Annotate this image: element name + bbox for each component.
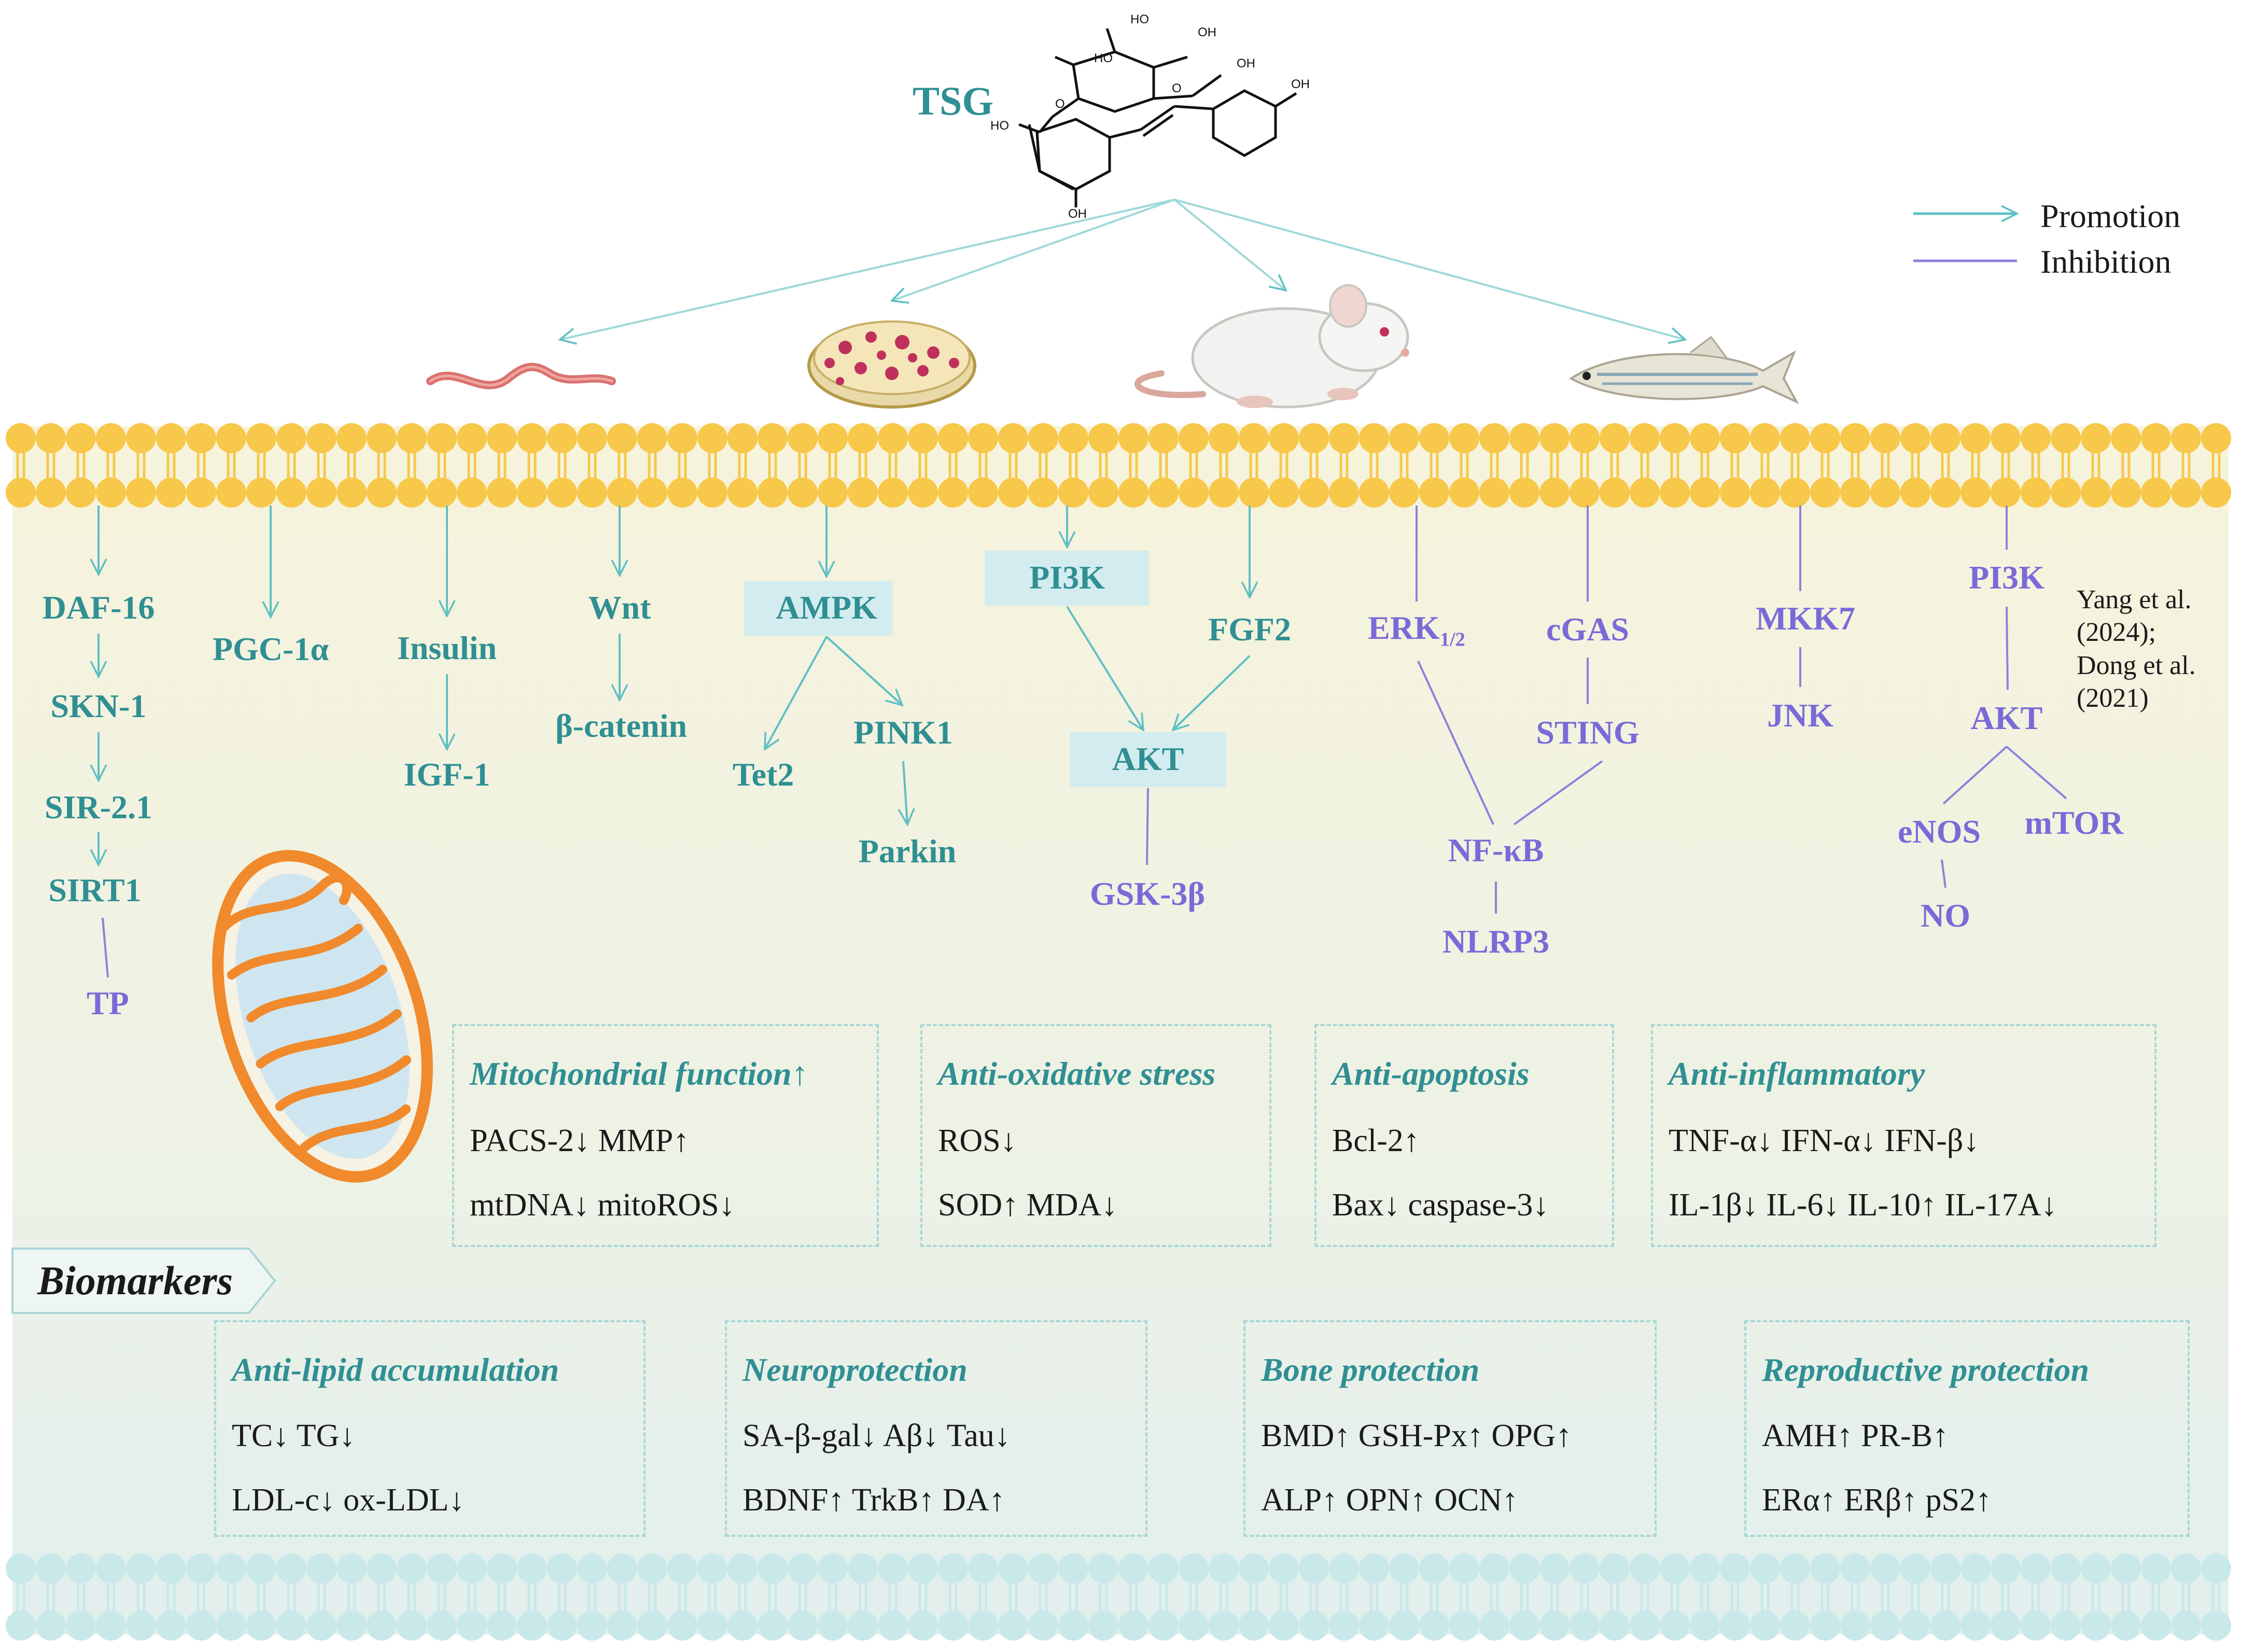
box-line: ERα↑ ERβ↑ pS2↑	[1762, 1482, 1992, 1518]
node-wnt: Wnt	[588, 589, 651, 626]
legend-promotion-label: Promotion	[2040, 198, 2181, 234]
box-neuroprotection: Neuroprotection SA-β-gal↓ Aβ↓ Tau↓ BDNF↑…	[725, 1320, 1147, 1537]
biomarkers-label: Biomarkers	[37, 1258, 233, 1303]
box-reproductive-protection: Reproductive protection AMH↑ PR-B↑ ERα↑ …	[1744, 1320, 2190, 1537]
svg-text:OH: OH	[1237, 57, 1255, 71]
zebrafish-icon	[1569, 335, 1799, 404]
box-line: BDNF↑ TrkB↑ DA↑	[743, 1482, 1005, 1518]
box-title: Bone protection	[1261, 1351, 1480, 1388]
box-mitochondrial-function: Mitochondrial function↑ PACS-2↓ MMP↑ mtD…	[452, 1024, 879, 1247]
box-anti-lipid-accumulation: Anti-lipid accumulation TC↓ TG↓ LDL-c↓ o…	[214, 1320, 646, 1537]
node-nlrp3: NLRP3	[1442, 923, 1550, 960]
box-line: mtDNA↓ mitoROS↓	[470, 1187, 735, 1223]
node-sirt1: SIRT1	[48, 872, 142, 908]
ampk-highlight	[744, 581, 893, 636]
box-line: IL-1β↓ IL-6↓ IL-10↑ IL-17A↓	[1669, 1187, 2057, 1223]
pathway-connectors	[99, 506, 2067, 978]
box-line: ROS↓	[938, 1123, 1017, 1158]
svg-text:HO: HO	[1094, 51, 1113, 65]
node-nfkb: NF-κB	[1448, 832, 1544, 869]
node-pgc1a: PGC-1α	[212, 631, 329, 667]
box-line: SOD↑ MDA↓	[938, 1187, 1118, 1223]
node-insulin: Insulin	[397, 629, 497, 666]
box-anti-oxidative-stress: Anti-oxidative stress ROS↓ SOD↑ MDA↓	[920, 1024, 1271, 1247]
box-title: Mitochondrial function↑	[470, 1055, 808, 1092]
tsg-title: TSG	[913, 78, 994, 123]
node-enos: eNOS	[1898, 813, 1981, 850]
node-igf1: IGF-1	[403, 756, 491, 793]
box-title: Neuroprotection	[743, 1351, 968, 1388]
box-line: SA-β-gal↓ Aβ↓ Tau↓	[743, 1418, 1011, 1453]
node-parkin: Parkin	[858, 833, 957, 870]
svg-text:HO: HO	[990, 119, 1009, 133]
box-line: PACS-2↓ MMP↑	[470, 1123, 690, 1158]
box-anti-inflammatory: Anti-inflammatory TNF-α↓ IFN-α↓ IFN-β↓ I…	[1651, 1024, 2156, 1247]
node-pi3k-left: PI3K	[1029, 559, 1105, 596]
svg-text:OH: OH	[1291, 77, 1310, 91]
box-anti-apoptosis: Anti-apoptosis Bcl-2↑ Bax↓ caspase-3↓	[1314, 1024, 1614, 1247]
node-ampk: AMPK	[776, 589, 877, 626]
box-line: TNF-α↓ IFN-α↓ IFN-β↓	[1669, 1123, 1980, 1158]
node-akt-right: AKT	[1970, 699, 2043, 736]
node-tp: TP	[87, 985, 129, 1021]
box-line: ALP↑ OPN↑ OCN↑	[1261, 1482, 1519, 1518]
legend-inhibition-label: Inhibition	[2040, 243, 2172, 280]
reference-citation: Yang et al. (2024); Dong et al. (2021)	[2077, 585, 2196, 713]
svg-text:O: O	[1055, 97, 1065, 111]
worm-icon	[426, 362, 616, 389]
node-gsk3b: GSK-3β	[1089, 875, 1206, 912]
box-line: TC↓ TG↓	[232, 1418, 356, 1453]
node-sting: STING	[1536, 714, 1640, 751]
box-line: LDL-c↓ ox-LDL↓	[232, 1482, 465, 1518]
node-sir21: SIR-2.1	[44, 789, 153, 825]
node-mkk7: MKK7	[1756, 600, 1855, 637]
akt-left-highlight	[1070, 732, 1226, 787]
node-daf16: DAF-16	[42, 589, 155, 626]
biomarkers-tag-shape	[11, 1248, 276, 1314]
box-line: Bcl-2↑	[1332, 1123, 1420, 1158]
node-fgf2: FGF2	[1208, 611, 1291, 648]
box-bone-protection: Bone protection BMD↑ GSH-Px↑ OPG↑ ALP↑ O…	[1243, 1320, 1657, 1537]
box-title: Reproductive protection	[1762, 1351, 2090, 1388]
svg-text:OH: OH	[1198, 25, 1216, 39]
svg-text:OH: OH	[1068, 207, 1087, 221]
svg-text:HO: HO	[1130, 12, 1149, 26]
node-cgas: cGAS	[1546, 611, 1629, 648]
svg-text:O: O	[1172, 81, 1182, 95]
pi3k-left-highlight	[985, 551, 1149, 606]
mitochondrion-icon	[212, 850, 433, 1183]
box-title: Anti-oxidative stress	[938, 1055, 1216, 1092]
node-bcatenin: β-catenin	[555, 707, 688, 744]
node-pink1: PINK1	[853, 714, 953, 751]
petri-dish-icon	[807, 320, 976, 409]
box-line: AMH↑ PR-B↑	[1762, 1418, 1949, 1453]
box-line: BMD↑ GSH-Px↑ OPG↑	[1261, 1418, 1572, 1453]
tsg-molecule-labels: HO OH OH HO HO O O OH OH	[990, 12, 1310, 221]
node-akt-left: AKT	[1112, 740, 1184, 777]
box-title: Anti-inflammatory	[1669, 1055, 1925, 1092]
cell-membrane-bottom	[6, 1553, 2231, 1641]
node-jnk: JNK	[1767, 697, 1833, 734]
node-no: NO	[1921, 897, 1970, 934]
node-mtor: mTOR	[2024, 804, 2124, 841]
node-skn1: SKN-1	[50, 688, 147, 724]
mouse-icon	[1134, 284, 1409, 409]
box-line: Bax↓ caspase-3↓	[1332, 1187, 1549, 1223]
node-erk: ERK1/2	[1368, 609, 1465, 651]
box-title: Anti-lipid accumulation	[232, 1351, 559, 1388]
box-title: Anti-apoptosis	[1332, 1055, 1530, 1092]
tsg-to-organisms-arrows	[560, 199, 1685, 340]
node-tet2: Tet2	[732, 756, 794, 793]
node-pi3k-right: PI3K	[1969, 559, 2044, 596]
tsg-molecule-icon	[1018, 28, 1297, 207]
cell-membrane-top	[6, 423, 2231, 508]
